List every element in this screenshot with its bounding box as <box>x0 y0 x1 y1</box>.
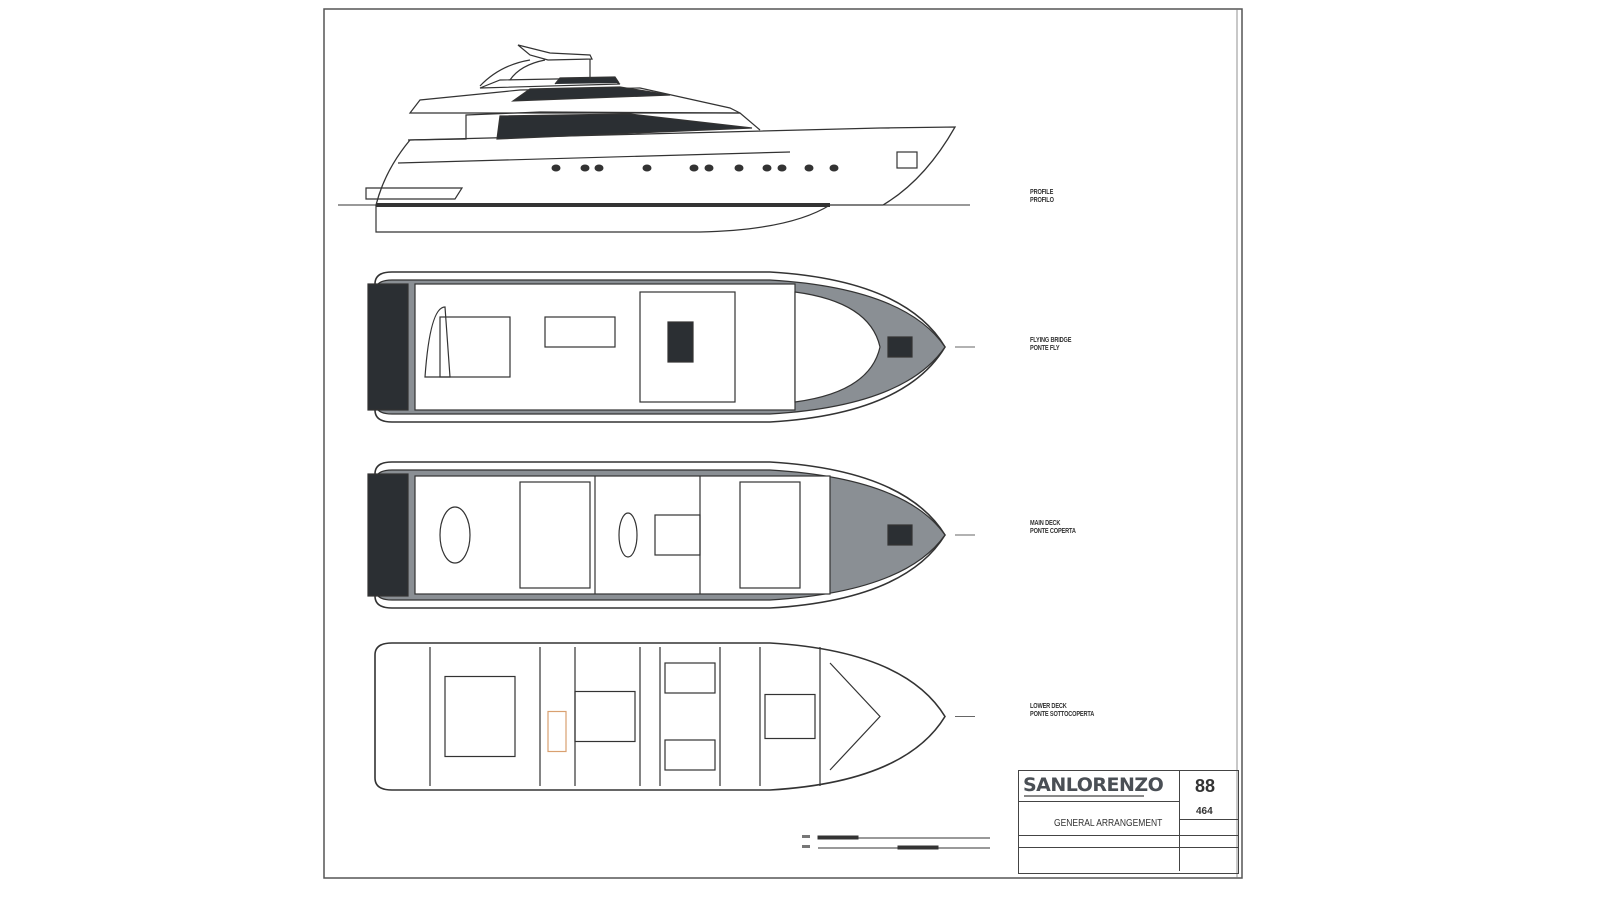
deck-plan-lower <box>374 642 975 791</box>
view-label-flying-bridge: FLYING BRIDGE PONTE FLY <box>1030 337 1071 353</box>
aft-dining-table <box>439 506 471 564</box>
wheelhouse <box>739 481 801 589</box>
title-block-column <box>1179 801 1180 871</box>
label-en: MAIN DECK <box>1030 520 1061 527</box>
porthole <box>704 164 714 172</box>
deck-plan-fly <box>367 271 975 423</box>
portholes <box>551 164 839 172</box>
title-block-divider <box>1019 835 1238 836</box>
brand-cell: SANLORENZO <box>1019 771 1180 802</box>
porthole <box>689 164 699 172</box>
salon <box>519 481 591 589</box>
hull-number-cell: 464 <box>1179 801 1239 820</box>
vip-cabin-bed <box>764 693 816 740</box>
dining-table <box>618 512 638 558</box>
hull-outline <box>374 642 946 791</box>
label-it: PONTE SOTTOCOPERTA <box>1030 711 1095 718</box>
tender <box>424 306 451 378</box>
guest-cabin-bed <box>664 739 716 771</box>
sunbed <box>439 316 511 378</box>
label-en: PROFILE <box>1030 189 1054 196</box>
deck-plans <box>367 271 975 791</box>
view-label-lower-deck: LOWER DECK PONTE SOTTOCOPERTA <box>1030 703 1094 719</box>
porthole <box>580 164 590 172</box>
porthole <box>642 164 652 172</box>
porthole <box>804 164 814 172</box>
porthole <box>734 164 744 172</box>
stern-swim-platform <box>367 283 409 411</box>
view-label-profile: PROFILE PROFILO <box>1030 189 1054 205</box>
helm-station <box>639 291 736 403</box>
label-it: PONTE FLY <box>1030 345 1060 352</box>
sheet-border <box>323 8 1243 879</box>
view-label-main-deck: MAIN DECK PONTE COPERTA <box>1030 520 1076 536</box>
porthole <box>762 164 772 172</box>
windlass <box>887 524 913 546</box>
main-deck-interior <box>414 475 831 595</box>
stern-swim-platform <box>367 473 409 597</box>
address-line <box>1024 795 1144 797</box>
deck-plan-main <box>367 461 975 609</box>
stair <box>547 710 567 753</box>
label-en: LOWER DECK <box>1030 703 1067 710</box>
label-it: PROFILO <box>1030 197 1054 204</box>
engine-room <box>444 675 516 758</box>
porthole <box>594 164 604 172</box>
title-block-divider <box>1019 847 1238 848</box>
helm-console <box>667 321 694 363</box>
label-it: PONTE COPERTA <box>1030 528 1076 535</box>
drawing-title: GENERAL ARRANGEMENT <box>1054 818 1163 829</box>
profile-view <box>338 44 970 233</box>
guest-cabin-bed <box>664 662 716 694</box>
foredeck <box>794 291 881 403</box>
brand-logo: SANLORENZO <box>1023 774 1164 796</box>
porthole <box>551 164 561 172</box>
porthole <box>829 164 839 172</box>
master-cabin-bed <box>574 690 636 743</box>
title-block: SANLORENZO 88 464 GENERAL ARRANGEMENT <box>1018 770 1239 874</box>
label-en: FLYING BRIDGE <box>1030 337 1072 344</box>
dinette-table <box>544 316 616 348</box>
windlass <box>887 336 913 358</box>
model-number: 88 <box>1195 776 1216 796</box>
hull-number: 464 <box>1196 806 1213 817</box>
porthole <box>777 164 787 172</box>
forepeak <box>829 662 881 771</box>
scale-bar <box>802 835 990 850</box>
